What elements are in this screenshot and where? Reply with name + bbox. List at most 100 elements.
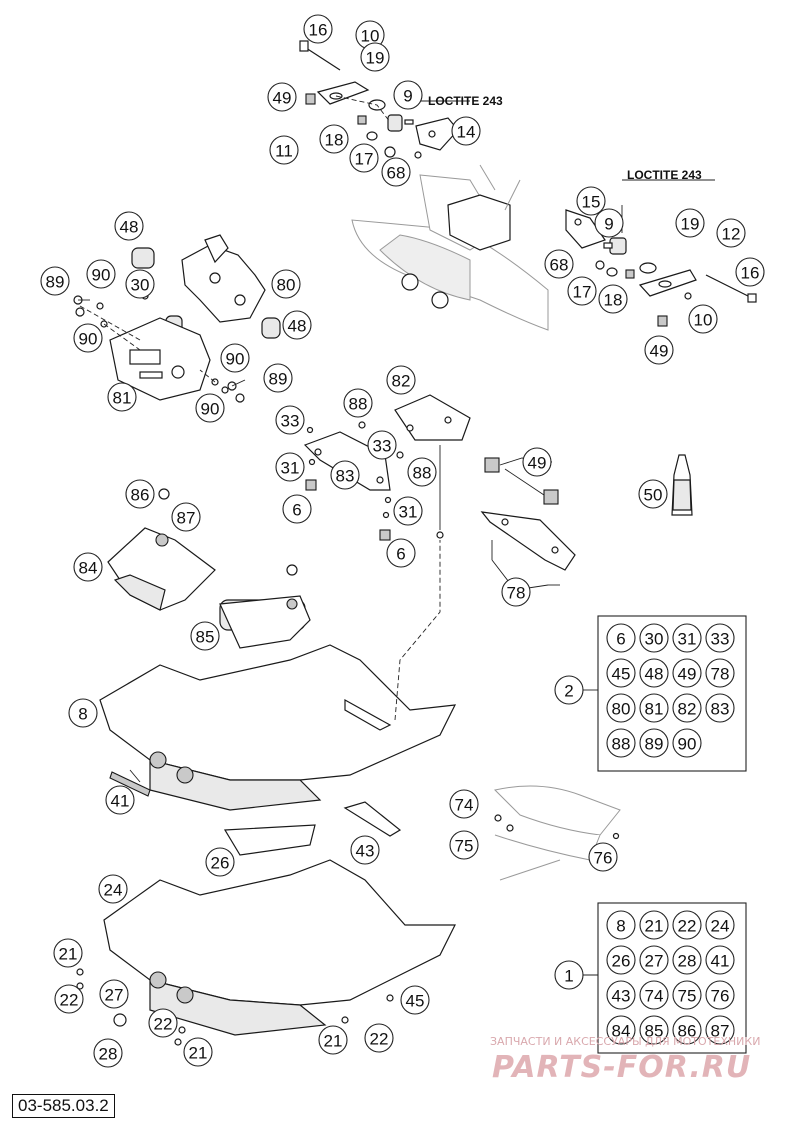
callout-number: 41 [111, 792, 130, 811]
callout-68: 68 [544, 249, 574, 279]
kit-item-circle [639, 980, 669, 1010]
kit-item-84: 84 [606, 1015, 636, 1045]
callout-circle [54, 984, 84, 1014]
right-plate-assembly [480, 457, 576, 586]
callout-circle [275, 405, 305, 435]
kit-item-circle [705, 945, 735, 975]
kit-item-27: 27 [639, 945, 669, 975]
callout-number: 26 [211, 854, 230, 873]
kit-item-circle [606, 623, 636, 653]
callout-82: 82 [386, 365, 416, 395]
kit-item-number: 45 [612, 665, 631, 684]
kit-item-number: 90 [678, 735, 697, 754]
callout-circle [40, 266, 70, 296]
callout-circle [99, 979, 129, 1009]
callout-circle [86, 259, 116, 289]
callout-number: 10 [361, 27, 380, 46]
callout-number: 15 [582, 193, 601, 212]
callout-number: 17 [355, 150, 374, 169]
callout-number: 33 [373, 437, 392, 456]
kit-item-number: 26 [612, 952, 631, 971]
callout-15: 15 [576, 186, 606, 216]
callout-number: 78 [507, 584, 526, 603]
kit-item-28: 28 [672, 945, 702, 975]
callout-number: 50 [644, 486, 663, 505]
callout-81: 81 [107, 382, 137, 412]
callout-circle [171, 502, 201, 532]
callout-number: 18 [604, 291, 623, 310]
callout-circle [53, 938, 83, 968]
callout-circle [349, 143, 379, 173]
callout-45: 45 [400, 985, 430, 1015]
drawing-id-label: 03-585.03.2 [12, 1094, 115, 1118]
callout-number: 8 [78, 705, 87, 724]
kit-item-number: 27 [645, 952, 664, 971]
callout-number: 90 [226, 350, 245, 369]
kit-item-75: 75 [672, 980, 702, 1010]
callout-18: 18 [598, 284, 628, 314]
callout-number: 21 [59, 945, 78, 964]
callout-number: 22 [154, 1015, 173, 1034]
callout-48: 48 [114, 211, 144, 241]
left-bracket-assembly [73, 234, 281, 403]
callout-24: 24 [98, 874, 128, 904]
callout-number: 49 [273, 89, 292, 108]
callout-41: 41 [105, 785, 135, 815]
kit-item-49: 49 [672, 658, 702, 688]
loctite-note-right: LOCTITE 243 [627, 168, 702, 182]
kit-item-circle [705, 658, 735, 688]
callout-number: 9 [403, 87, 412, 106]
callout-74: 74 [449, 789, 479, 819]
callout-11: 11 [269, 135, 299, 165]
callout-9: 9 [393, 80, 423, 110]
callout-number: 1 [564, 967, 573, 986]
kit-item-circle [639, 623, 669, 653]
callout-19: 19 [360, 42, 390, 72]
callout-circle [318, 1025, 348, 1055]
kit-item-number: 78 [711, 665, 730, 684]
callout-88: 88 [343, 388, 373, 418]
kit-item-number: 8 [616, 917, 625, 936]
callout-88: 88 [407, 457, 437, 487]
kit-item-circle [672, 980, 702, 1010]
callout-number: 86 [131, 486, 150, 505]
watermark: ЗАПЧАСТИ И АКСЕССУАРЫ ДЛЯ МОТОТЕХНИКИ PA… [490, 1035, 760, 1085]
callout-number: 16 [741, 264, 760, 283]
callout-number: 28 [99, 1045, 118, 1064]
ghost-frame-top [351, 164, 549, 331]
callout-number: 24 [104, 881, 123, 900]
kit-item-number: 83 [711, 700, 730, 719]
kit-item-24: 24 [705, 910, 735, 940]
callout-circle [148, 1008, 178, 1038]
callout-number: 27 [105, 986, 124, 1005]
kit-item-number: 41 [711, 952, 730, 971]
kit-item-85: 85 [639, 1015, 669, 1045]
callout-number: 48 [120, 218, 139, 237]
callout-33: 33 [275, 405, 305, 435]
kit-item-number: 30 [645, 630, 664, 649]
callout-circle [501, 577, 531, 607]
kit-item-circle [672, 728, 702, 758]
kit-item-number: 85 [645, 1022, 664, 1041]
callout-17: 17 [349, 143, 379, 173]
callout-10: 10 [355, 20, 385, 50]
kit-item-circle [672, 945, 702, 975]
callout-circle [282, 494, 312, 524]
callout-90: 90 [220, 343, 250, 373]
loctite-note-top: LOCTITE 243 [428, 94, 503, 108]
callout-84: 84 [73, 552, 103, 582]
callout-number: 68 [387, 164, 406, 183]
callout-circle [644, 335, 674, 365]
kit-item-81: 81 [639, 693, 669, 723]
kit-item-41: 41 [705, 945, 735, 975]
callout-circle [567, 276, 597, 306]
callout-number: 68 [550, 256, 569, 275]
right-linkage-assembly [565, 205, 757, 327]
callout-circle [386, 365, 416, 395]
callout-22: 22 [148, 1008, 178, 1038]
callout-85: 85 [190, 621, 220, 651]
kit-item-22: 22 [672, 910, 702, 940]
kit-item-circle [705, 910, 735, 940]
